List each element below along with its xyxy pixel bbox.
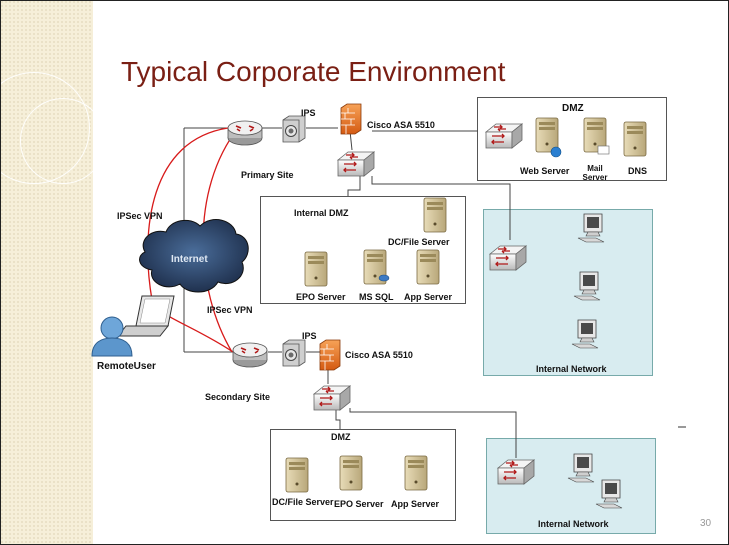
mail-envelope-icon (597, 145, 610, 155)
secondary-internal-network-panel (486, 438, 656, 534)
decorative-sidebar (0, 0, 106, 545)
internal-dmz-title: Internal DMZ (294, 208, 349, 218)
secondary-app-server-icon (404, 455, 428, 491)
epo-server-icon (304, 251, 328, 287)
primary-internal-network-panel (483, 209, 653, 376)
dmz-title: DMZ (562, 103, 584, 114)
dc-file-server-label: DC/File Server (388, 237, 450, 247)
dc-file-server-icon (423, 197, 447, 233)
primary-firewall-label: Cisco ASA 5510 (367, 120, 435, 130)
secondary-dc-file-server-icon (285, 457, 309, 493)
primary-ips-icon (282, 115, 306, 143)
ms-sql-label: MS SQL (359, 292, 394, 302)
secondary-epo-server-icon (339, 455, 363, 491)
database-icon (378, 274, 390, 282)
workstation-icon (567, 453, 595, 483)
mail-server-label: Mail Server (582, 164, 608, 182)
remote-user-label: RemoteUser (97, 361, 156, 372)
dns-server-icon (623, 121, 647, 157)
globe-icon (550, 146, 562, 158)
user-icon (91, 316, 133, 357)
internal-switch-icon (489, 245, 527, 271)
secondary-epo-server-label: EPO Server (334, 499, 384, 509)
secondary-site-label: Secondary Site (205, 392, 271, 402)
secondary-firewall-icon (319, 339, 341, 371)
primary-site-label: Primary Site (241, 170, 294, 180)
epo-server-label: EPO Server (296, 292, 346, 302)
page-number: 30 (700, 518, 712, 529)
slide-title: Typical Corporate Environment (121, 56, 506, 87)
primary-ips-label: IPS (301, 108, 316, 118)
workstation-icon (595, 479, 623, 509)
secondary-ips-icon (282, 339, 306, 367)
internet-cloud (139, 219, 249, 293)
ipsec-vpn-label-bottom: IPSec VPN (207, 305, 253, 315)
web-server-label: Web Server (520, 166, 570, 176)
connection-lines (183, 127, 517, 458)
decorative-ring (20, 98, 106, 184)
workstation-icon (573, 271, 601, 301)
app-server-icon (416, 249, 440, 285)
primary-router-icon (227, 120, 263, 146)
secondary-internal-switch-icon (497, 459, 535, 485)
primary-firewall-icon (340, 103, 362, 135)
ipsec-vpn-label-top: IPSec VPN (117, 211, 163, 221)
app-server-label: App Server (404, 292, 453, 302)
laptop-icon (116, 295, 175, 337)
primary-core-switch-icon (337, 151, 375, 177)
secondary-dmz-title: DMZ (331, 432, 351, 442)
workstation-icon (577, 213, 605, 243)
dns-label: DNS (628, 166, 648, 176)
secondary-core-switch-icon (313, 385, 351, 411)
dmz-switch-icon (485, 123, 523, 149)
secondary-router-icon (232, 342, 268, 368)
workstation-icon (571, 319, 599, 349)
secondary-ips-label: IPS (302, 331, 317, 341)
secondary-internal-network-label: Internal Network (538, 519, 609, 529)
secondary-dc-file-server-label: DC/File Server (272, 497, 334, 507)
secondary-firewall-label: Cisco ASA 5510 (345, 350, 413, 360)
internet-label: Internet (171, 254, 208, 265)
internal-network-label: Internal Network (536, 364, 607, 374)
secondary-app-server-label: App Server (391, 499, 440, 509)
